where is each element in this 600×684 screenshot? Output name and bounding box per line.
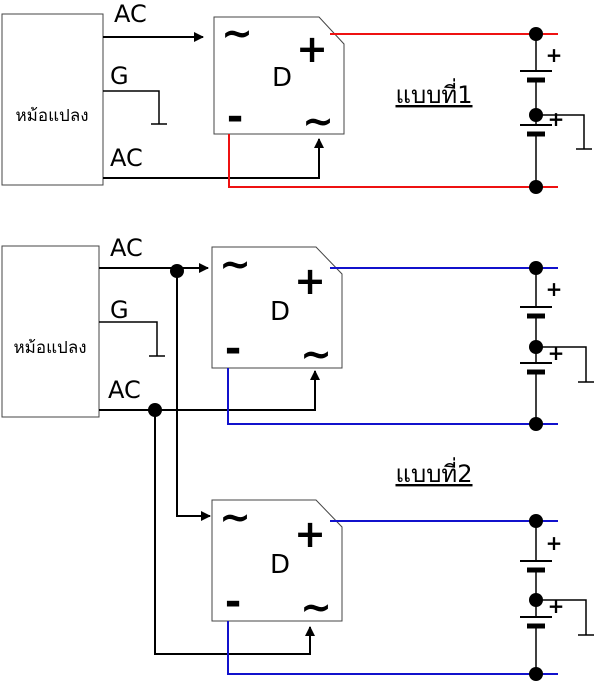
diode-label: D	[270, 297, 290, 327]
ground-wire	[103, 90, 160, 124]
ground-wire	[99, 321, 158, 356]
output-wire-negative	[227, 621, 558, 675]
junction-dot	[148, 403, 162, 417]
ac-symbol-in: ~	[219, 242, 251, 286]
minus-symbol: -	[225, 326, 242, 372]
diagram-1: หม้อแปลง AC G AC ~ + D - ~ แบบที่1	[1, 0, 592, 194]
variant-title: แบบที่1	[395, 78, 472, 109]
ac-label-top: AC	[114, 0, 147, 28]
ground-label: G	[110, 296, 129, 324]
bridge-rectifier	[211, 499, 343, 622]
ac-label-top: AC	[110, 234, 143, 262]
minus-symbol: -	[227, 94, 244, 140]
plus-symbol: +	[294, 512, 326, 556]
variant-title: แบบที่2	[395, 457, 472, 488]
plus-symbol: +	[294, 259, 326, 303]
battery-stack: + +	[520, 261, 594, 431]
branch-wire-top	[176, 268, 211, 521]
transformer-label: หม้อแปลง	[15, 106, 88, 126]
ac-label-bottom: AC	[110, 144, 143, 172]
junction-dot	[170, 264, 184, 278]
ac-wire-bottom	[99, 370, 320, 411]
ac-symbol-in: ~	[219, 495, 251, 539]
ac-symbol-out: ~	[300, 585, 332, 629]
diode-label: D	[270, 550, 290, 580]
transformer-box	[1, 245, 100, 418]
output-wire-negative	[227, 368, 558, 425]
battery-plus-1: +	[546, 531, 563, 555]
battery-plus-2: +	[548, 107, 565, 131]
diode-label: D	[272, 63, 292, 93]
battery-plus-1: +	[546, 277, 563, 301]
bridge-rectifier	[211, 246, 343, 369]
diagram-2: หม้อแปลง AC G AC ~ + D - ~ ~ + D - ~	[1, 234, 594, 681]
plus-symbol: +	[296, 27, 328, 71]
output-wire-negative	[228, 134, 558, 188]
battery-stack: + +	[520, 27, 592, 194]
minus-symbol: -	[225, 579, 242, 625]
branch-wire-bottom	[154, 410, 315, 655]
transformer-label: หม้อแปลง	[13, 338, 86, 358]
ac-symbol-out: ~	[302, 99, 334, 143]
battery-plus-2: +	[548, 594, 565, 618]
battery-plus-2: +	[548, 341, 565, 365]
transformer-box	[1, 13, 104, 186]
ground-label: G	[110, 62, 129, 90]
ac-symbol-out: ~	[300, 332, 332, 376]
ac-symbol-in: ~	[221, 11, 253, 55]
bridge-rectifier	[213, 16, 345, 135]
battery-stack: + +	[520, 514, 594, 681]
battery-plus-1: +	[546, 43, 563, 67]
ac-wire-bottom	[103, 138, 324, 179]
ac-label-bottom: AC	[108, 376, 141, 404]
